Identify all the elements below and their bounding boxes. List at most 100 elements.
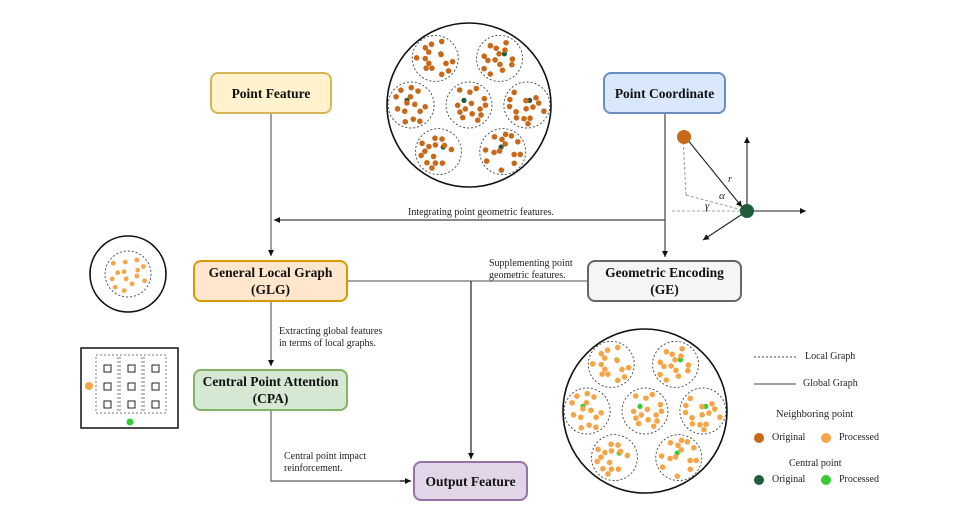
local-graph — [476, 34, 523, 82]
neighbor-point — [429, 165, 435, 171]
neighbor-point — [457, 109, 463, 115]
vector-r-label: r⃗ — [728, 174, 740, 185]
neighbor-point — [614, 344, 621, 351]
neighbor-point — [633, 415, 639, 421]
neighbor-point — [426, 60, 432, 67]
neighbor-point — [481, 95, 488, 102]
neighbor-point — [599, 371, 605, 377]
neighbor-point — [425, 49, 432, 55]
neighbor-point — [658, 453, 665, 459]
neighbor-point — [122, 259, 128, 265]
neighbor-point — [424, 159, 430, 166]
neighbor-point — [687, 457, 693, 464]
neighbor-point — [630, 408, 637, 415]
central-point-original — [740, 204, 754, 218]
local-graph — [445, 81, 493, 129]
neighbor-point — [491, 149, 497, 156]
neighbor-point — [602, 449, 608, 456]
neighbor-point — [535, 100, 542, 106]
neighbor-point — [515, 138, 521, 145]
local-graph — [563, 387, 611, 435]
neighbor-point — [439, 136, 445, 142]
local-graph — [411, 34, 459, 82]
local-graph — [679, 387, 727, 435]
neighbor-point — [617, 448, 624, 455]
neighbor-point — [635, 420, 642, 427]
neighbor-point — [605, 471, 611, 477]
neighbor-point — [467, 89, 473, 95]
neighbor-point — [621, 374, 628, 380]
neighbor-point — [134, 273, 140, 279]
grid-cell — [103, 400, 112, 409]
neighbor-point — [602, 366, 608, 373]
label-extracting: Extracting global features in terms of l… — [279, 326, 382, 350]
node-point-feature[interactable]: Point Feature — [210, 72, 332, 114]
neighbor-point — [482, 147, 489, 153]
node-cpa-line1: Central Point Attention — [202, 374, 339, 389]
neighbor-point — [604, 347, 611, 354]
edges — [268, 113, 668, 484]
neighbor-point — [487, 42, 494, 49]
legend-neighbor-original: Original — [772, 432, 806, 443]
edge-cpa-output — [270, 411, 410, 482]
neighbor-point — [667, 440, 674, 446]
neighbor-point — [570, 412, 577, 418]
neighbor-point — [643, 395, 649, 401]
neighbor-point — [659, 464, 666, 470]
neighbor-point — [404, 100, 410, 106]
neighbor-point — [593, 414, 599, 421]
neighbor-point — [691, 444, 697, 451]
neighbor-point — [432, 142, 439, 148]
local-graph — [387, 81, 435, 129]
neighbor-point — [422, 55, 429, 62]
neighbor-point — [685, 362, 692, 368]
neighbor-point — [499, 67, 506, 73]
grid-cell — [151, 382, 160, 391]
neighbor-point — [601, 355, 608, 361]
neighbor-point — [606, 459, 613, 466]
neighbor-point — [684, 439, 691, 445]
neighbor-point — [672, 454, 679, 460]
neighbor-point — [598, 454, 604, 460]
axis-diag — [702, 210, 748, 241]
grid-cell — [103, 382, 112, 391]
neighbor-point — [441, 142, 448, 149]
neighbor-point — [469, 110, 475, 117]
neighbor-point — [674, 473, 681, 479]
label-supplementing-line2: geometric features. — [489, 270, 566, 281]
legend-local-graph: Local Graph — [805, 351, 856, 362]
neighbor-point — [449, 58, 456, 65]
neighbor-point — [638, 412, 645, 418]
neighbor-point — [693, 457, 700, 464]
grid-cell — [103, 364, 112, 373]
neighbor-point — [644, 406, 651, 413]
node-glg[interactable]: General Local Graph (GLG) — [193, 260, 348, 302]
neighbor-point — [481, 53, 488, 60]
neighbor-point — [600, 465, 606, 472]
neighbor-point — [709, 401, 715, 407]
neighbor-point — [530, 104, 536, 110]
angle-gamma-label: γ — [705, 200, 710, 212]
neighbor-point — [477, 106, 483, 112]
neighbor-point — [393, 93, 399, 100]
neighbor-point — [438, 51, 444, 58]
neighbor-point — [669, 351, 676, 358]
node-ge[interactable]: Geometric Encoding (GE) — [587, 260, 742, 302]
label-integrating: Integrating point geometric features. — [408, 207, 555, 218]
neighbor-point — [438, 71, 445, 78]
neighbor-point — [498, 167, 505, 173]
central-point-attention-example — [80, 347, 179, 429]
neighbor-point-processed — [85, 382, 93, 390]
neighbor-point — [491, 134, 498, 140]
neighbor-point — [583, 399, 590, 406]
neighbor-point — [430, 153, 437, 160]
node-output-feature[interactable]: Output Feature — [413, 461, 528, 501]
vector-diagram: r⃗ α γ — [672, 130, 806, 241]
neighbor-point — [115, 270, 121, 276]
node-point-coordinate[interactable]: Point Coordinate — [603, 72, 726, 114]
label-extracting-line2: in terms of local graphs. — [279, 338, 376, 349]
local-graph-example — [89, 235, 167, 313]
legend-neighbor-original-dot — [754, 433, 764, 443]
node-cpa[interactable]: Central Point Attention (CPA) — [193, 369, 348, 411]
